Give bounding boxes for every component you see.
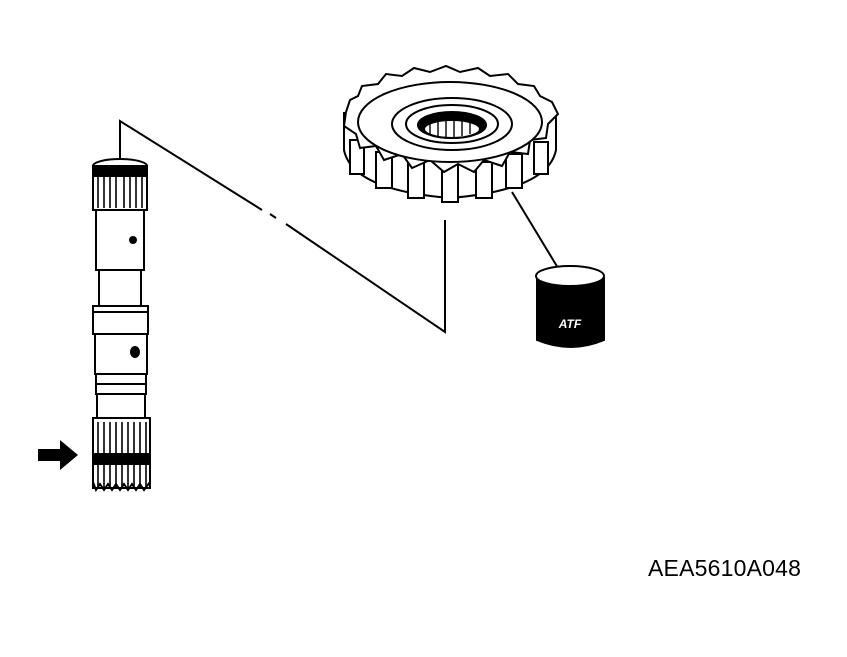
- leader-line-shaft-gear: [119, 119, 446, 334]
- atf-label: ATF: [558, 317, 582, 331]
- atf-can-icon: ATF: [535, 265, 605, 348]
- spline-gear-icon: [342, 64, 560, 203]
- reference-code: AEA5610A048: [648, 555, 802, 581]
- splined-shaft-icon: [92, 158, 151, 493]
- arrow-right-icon: [38, 440, 78, 470]
- leader-line-gear-atf: [511, 191, 559, 269]
